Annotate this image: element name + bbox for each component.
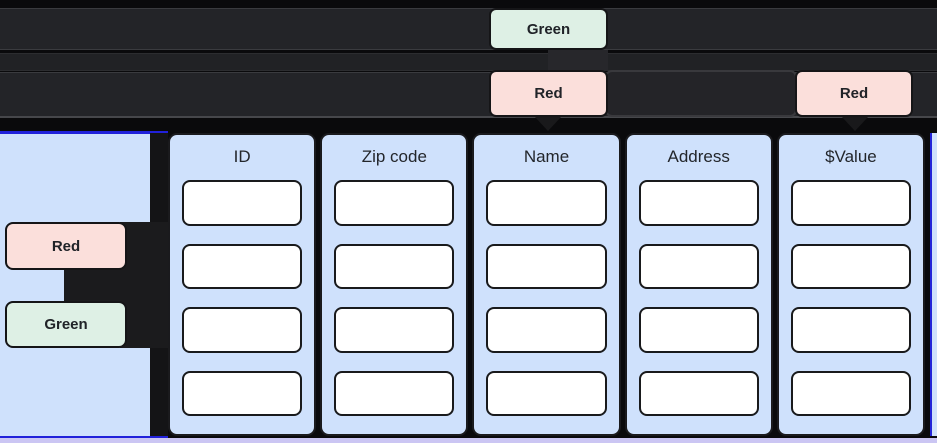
lane-bar-middle bbox=[0, 53, 937, 71]
table-cell-box[interactable] bbox=[334, 180, 455, 226]
column-header: Zip code bbox=[361, 147, 427, 166]
table-column: Name bbox=[472, 133, 621, 436]
table-cell-box[interactable] bbox=[182, 180, 303, 226]
side-connector-bridge bbox=[64, 268, 124, 302]
selection-border-top bbox=[0, 131, 168, 134]
column-header: $Value bbox=[825, 147, 877, 166]
table-cell-box[interactable] bbox=[486, 370, 607, 416]
table-cell-box[interactable] bbox=[486, 243, 607, 289]
partial-column-right bbox=[930, 133, 937, 436]
table-cell-box[interactable] bbox=[790, 243, 912, 289]
table-cell-box[interactable] bbox=[790, 307, 912, 353]
table-cell-box[interactable] bbox=[486, 307, 607, 353]
table-cell-box[interactable] bbox=[638, 307, 759, 353]
table-column: Address bbox=[624, 133, 773, 436]
node-green-top[interactable]: Green bbox=[489, 8, 608, 50]
table-cell-box[interactable] bbox=[182, 243, 303, 289]
table-column: $Value bbox=[776, 133, 926, 436]
table-cell-box[interactable] bbox=[638, 370, 759, 416]
column-header: Address bbox=[667, 147, 730, 166]
node-red-side[interactable]: Red bbox=[5, 222, 127, 270]
caret-down-icon bbox=[535, 117, 561, 131]
table-cell-box[interactable] bbox=[790, 180, 912, 226]
table-column: ID bbox=[168, 133, 317, 436]
node-red-top-left[interactable]: Red bbox=[489, 70, 608, 117]
lane-bar-top bbox=[0, 8, 937, 50]
side-connector-vertical bbox=[120, 222, 168, 348]
table-cell-box[interactable] bbox=[334, 243, 455, 289]
node-empty-dark[interactable] bbox=[605, 70, 797, 117]
node-red-top-right[interactable]: Red bbox=[795, 70, 913, 117]
table-columns: ID Zip code Name Address $Value bbox=[168, 133, 926, 436]
table-column: Zip code bbox=[320, 133, 469, 436]
table-cell-box[interactable] bbox=[790, 370, 912, 416]
node-green-side[interactable]: Green bbox=[5, 301, 127, 348]
group-node-background bbox=[0, 438, 937, 443]
table-cell-box[interactable] bbox=[334, 370, 455, 416]
table-cell-box[interactable] bbox=[638, 243, 759, 289]
table-cell-box[interactable] bbox=[182, 307, 303, 353]
edge-connector bbox=[548, 50, 608, 71]
table-cell-box[interactable] bbox=[182, 370, 303, 416]
selection-border-bottom bbox=[0, 435, 168, 438]
table-cell-box[interactable] bbox=[486, 180, 607, 226]
column-header: ID bbox=[233, 147, 251, 166]
table-cell-box[interactable] bbox=[638, 180, 759, 226]
caret-down-icon bbox=[842, 117, 868, 131]
table-cell-box[interactable] bbox=[334, 307, 455, 353]
column-header: Name bbox=[523, 147, 570, 166]
